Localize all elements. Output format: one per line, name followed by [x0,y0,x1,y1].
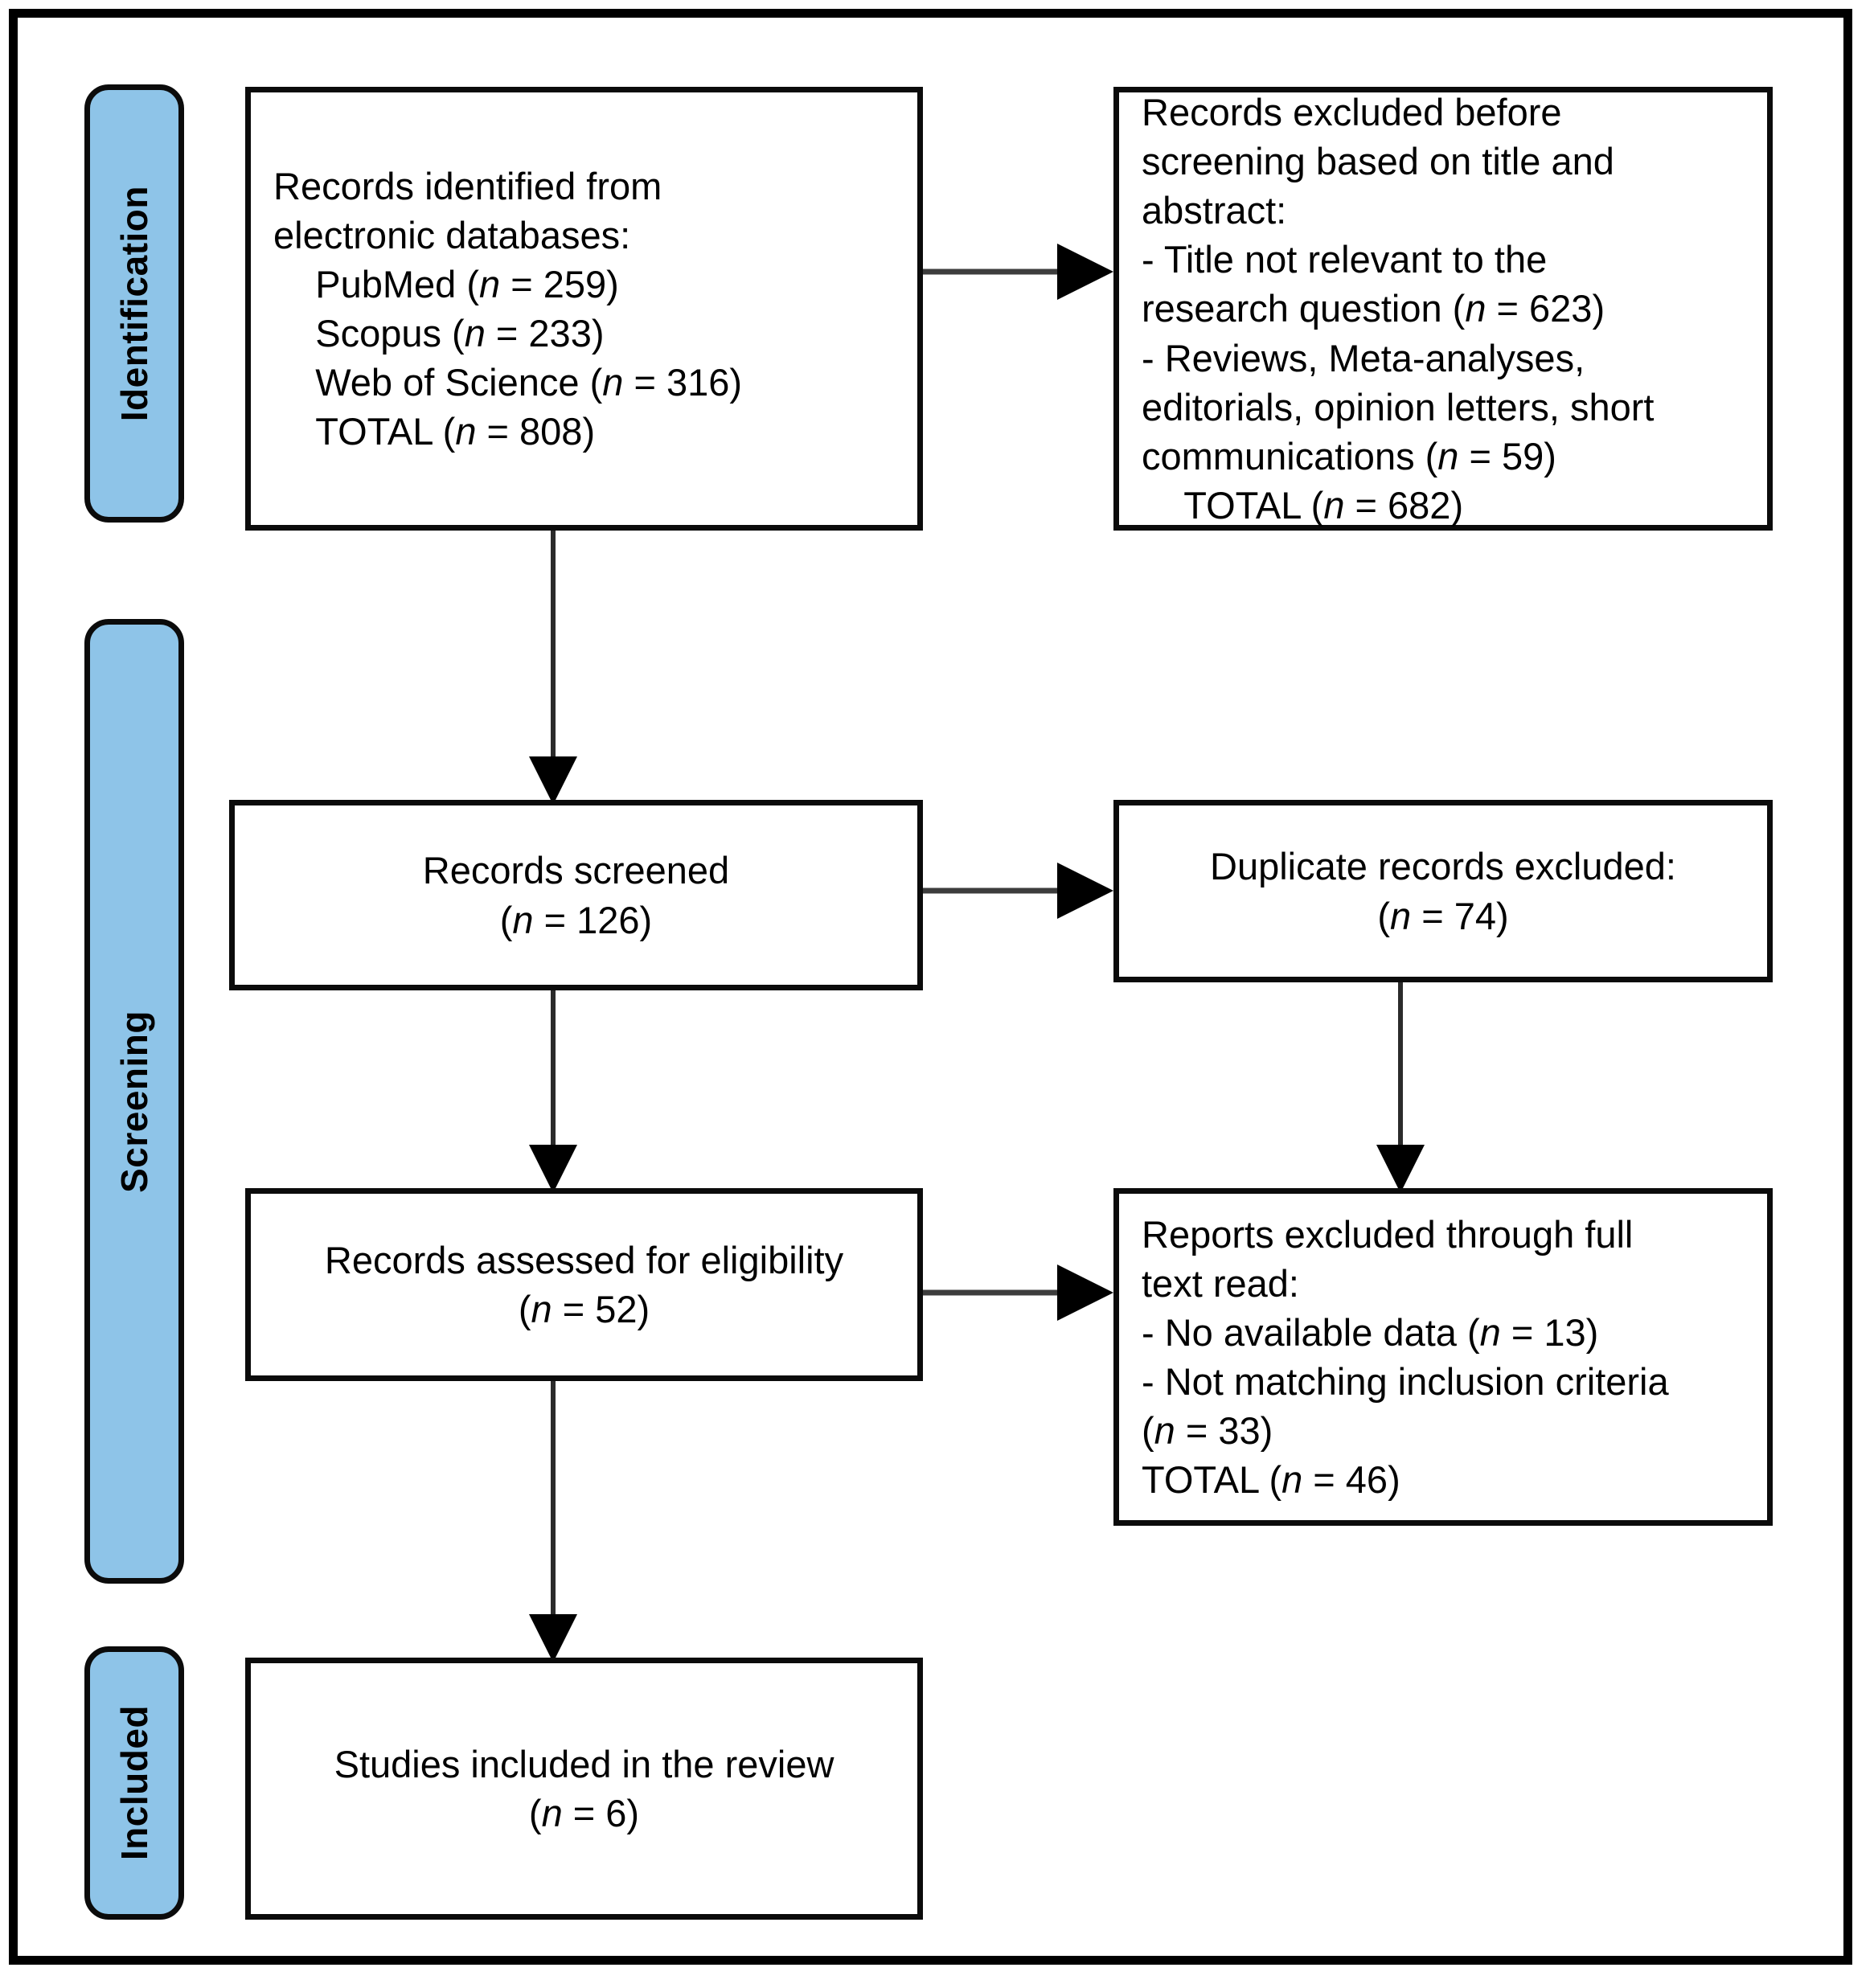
stage-pill-identification: Identification [84,84,184,523]
stage-label-identification: Identification [113,185,155,422]
box-records-screened: Records screened (n = 126) [229,800,923,990]
stage-pill-included: Included [84,1646,184,1920]
records-assessed-text: Records assessed for eligibility (n = 52… [324,1238,844,1330]
reports-excluded-text: Reports excluded through full text read:… [1142,1212,1669,1502]
stage-pill-screening: Screening [84,619,184,1584]
box-records-identified: Records identified from electronic datab… [245,87,923,531]
box-records-excluded-before-screening: Records excluded before screening based … [1113,87,1773,531]
studies-included-text: Studies included in the review (n = 6) [334,1742,834,1834]
records-identified-text: Records identified from electronic datab… [273,164,743,453]
duplicate-records-text: Duplicate records excluded: (n = 74) [1210,845,1676,937]
box-duplicate-records-excluded: Duplicate records excluded: (n = 74) [1113,800,1773,982]
box-records-assessed-for-eligibility: Records assessed for eligibility (n = 52… [245,1188,923,1381]
diagram-frame [9,9,1852,1965]
records-screened-text: Records screened (n = 126) [422,849,730,941]
stage-label-included: Included [113,1705,155,1861]
box-studies-included: Studies included in the review (n = 6) [245,1658,923,1920]
records-excluded-before-text: Records excluded before screening based … [1142,91,1655,527]
box-reports-excluded-full-text: Reports excluded through full text read:… [1113,1188,1773,1526]
stage-label-screening: Screening [113,1010,155,1193]
